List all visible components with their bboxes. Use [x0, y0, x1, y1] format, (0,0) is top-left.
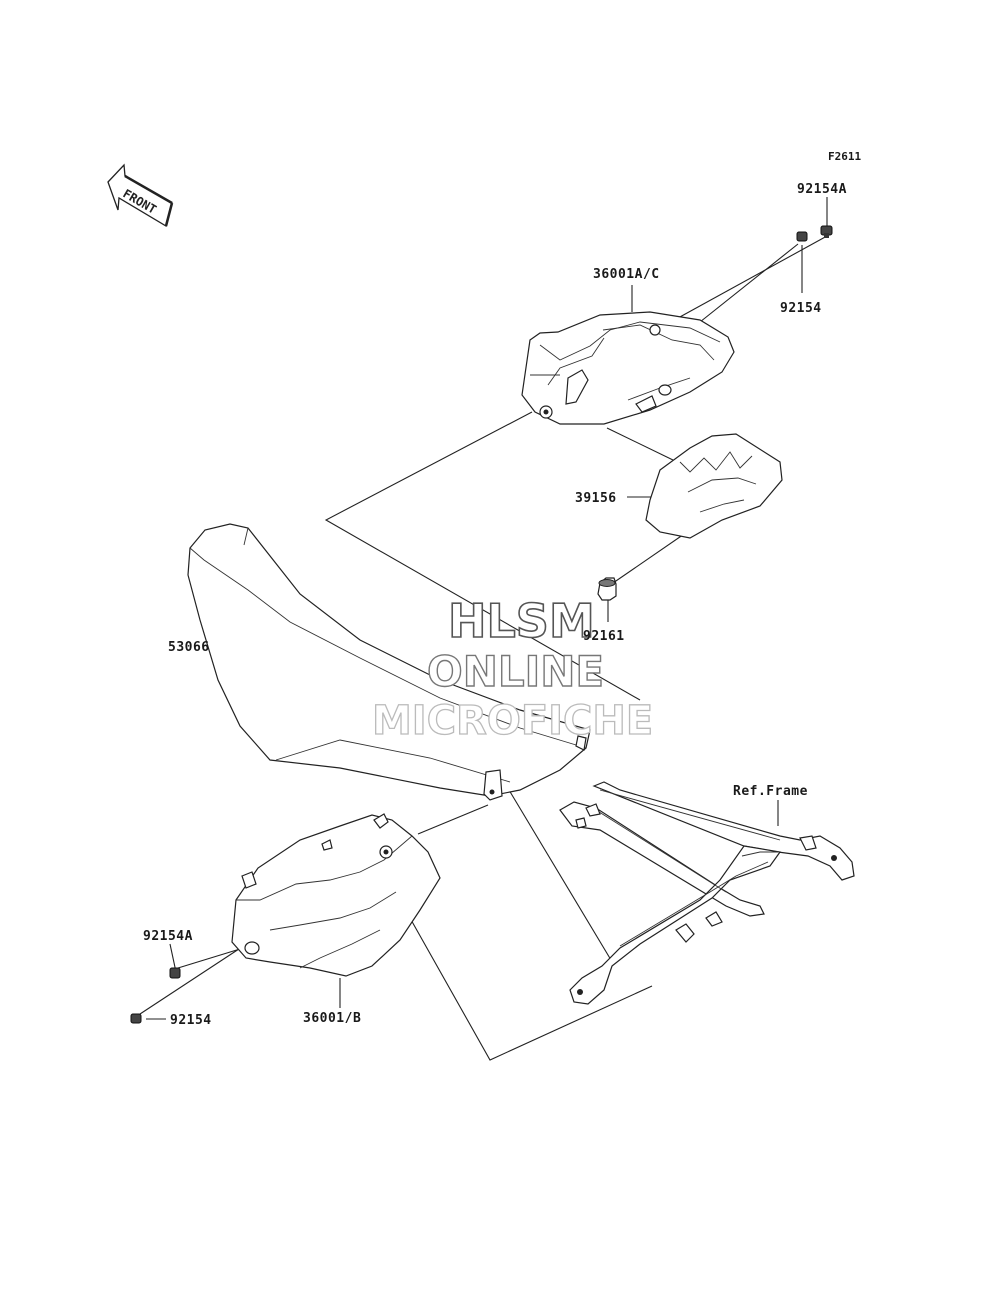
left-side-cover: [231, 813, 441, 977]
callout-92154-left: 92154: [170, 1013, 212, 1028]
bolt-icon: [130, 1013, 142, 1024]
callout-36001ac: 36001A/C: [593, 267, 660, 282]
callout-39156: 39156: [575, 491, 617, 506]
watermark: HLSM ONLINE MICROFICHE: [371, 593, 654, 744]
callout-92154a-top: 92154A: [797, 182, 847, 197]
front-arrow-icon: FRONT: [107, 163, 174, 228]
damper-icon: [597, 577, 617, 601]
watermark-line-3: MICROFICHE: [372, 698, 653, 744]
callout-ref-frame: Ref.Frame: [733, 784, 808, 799]
callout-92154a-left: 92154A: [143, 929, 193, 944]
leader-lines: [139, 197, 828, 1061]
right-side-cover: [521, 311, 735, 425]
callout-53066: 53066: [168, 640, 210, 655]
callout-36001b: 36001/B: [303, 1011, 361, 1026]
bolt-icon: [169, 967, 181, 979]
watermark-line-2: ONLINE: [427, 647, 604, 696]
watermark-line-1: HLSM: [448, 594, 595, 648]
callout-92154-top: 92154: [780, 301, 822, 316]
bolt-icon: [796, 231, 808, 242]
callout-92161: 92161: [583, 629, 625, 644]
rear-frame: [559, 781, 855, 1005]
seat-pad: [645, 433, 783, 539]
seat: [187, 523, 591, 801]
figure-code: F2611: [828, 150, 861, 163]
bolt-icon: [820, 225, 833, 238]
